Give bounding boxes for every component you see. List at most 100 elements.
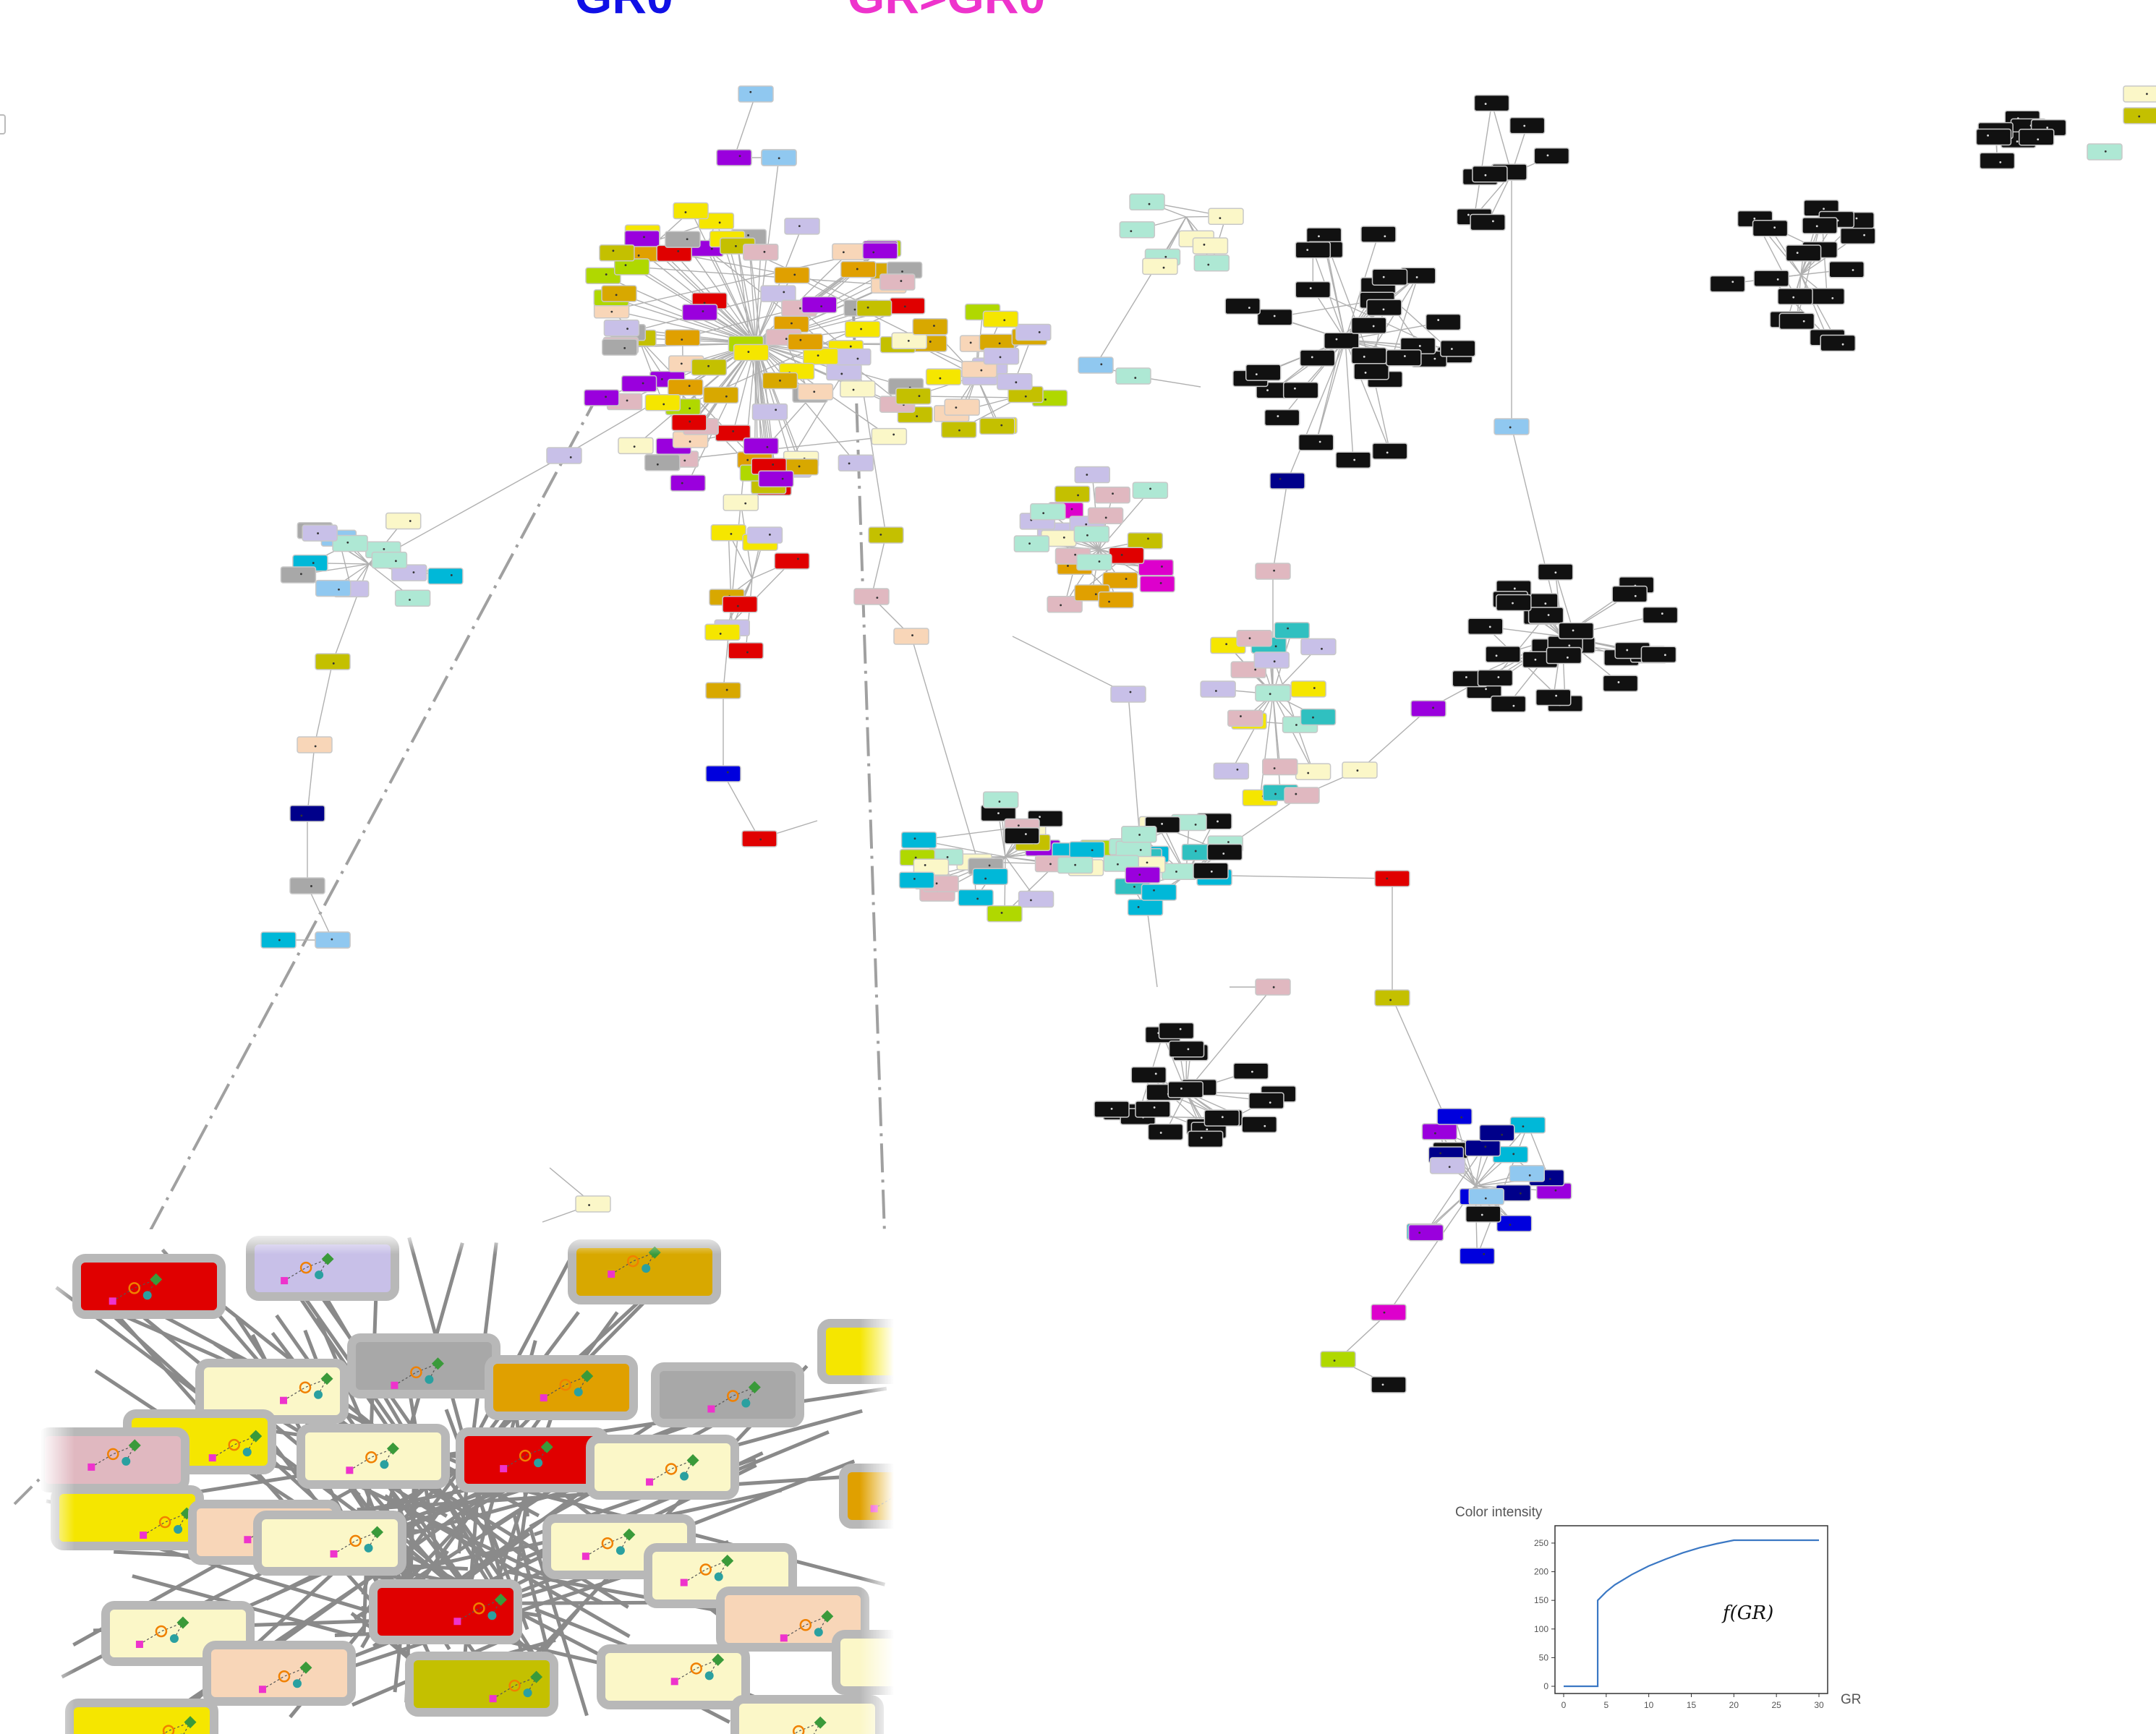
- graph-node[interactable]: [691, 359, 728, 376]
- graph-node[interactable]: [1350, 317, 1387, 334]
- graph-node[interactable]: [1054, 485, 1091, 503]
- graph-node[interactable]: [1467, 618, 1504, 636]
- graph-node[interactable]: [1295, 242, 1331, 259]
- graph-node[interactable]: [868, 526, 904, 544]
- graph-node[interactable]: [1477, 669, 1514, 687]
- graph-node[interactable]: [1187, 1130, 1224, 1148]
- graph-node[interactable]: [1324, 332, 1360, 349]
- inset-node[interactable]: [65, 1699, 218, 1734]
- graph-node[interactable]: [1158, 1022, 1195, 1040]
- inset-node[interactable]: [568, 1239, 721, 1304]
- graph-node[interactable]: [853, 588, 890, 605]
- graph-node[interactable]: [1141, 884, 1177, 901]
- inset-node[interactable]: [730, 1695, 884, 1734]
- inset-node[interactable]: [456, 1427, 609, 1492]
- inset-node[interactable]: [839, 1464, 894, 1529]
- inset-node[interactable]: [586, 1435, 739, 1500]
- graph-node[interactable]: [1535, 688, 1572, 706]
- graph-node[interactable]: [1108, 547, 1145, 564]
- graph-node[interactable]: [1200, 680, 1236, 698]
- graph-node[interactable]: [302, 524, 338, 542]
- graph-node[interactable]: [315, 579, 351, 597]
- graph-node[interactable]: [1018, 890, 1054, 908]
- graph-node[interactable]: [912, 318, 948, 336]
- graph-node[interactable]: [1459, 1247, 1496, 1265]
- graph-node[interactable]: [624, 230, 660, 247]
- graph-node[interactable]: [575, 1195, 611, 1213]
- graph-node[interactable]: [891, 332, 927, 349]
- graph-node[interactable]: [774, 552, 810, 570]
- graph-node[interactable]: [1282, 382, 1319, 399]
- graph-node[interactable]: [801, 296, 838, 314]
- graph-node[interactable]: [1074, 466, 1111, 484]
- graph-node[interactable]: [1425, 313, 1462, 331]
- graph-node[interactable]: [1274, 622, 1311, 639]
- graph-node[interactable]: [601, 285, 637, 302]
- graph-node[interactable]: [1802, 217, 1838, 234]
- inset-node[interactable]: [51, 1485, 204, 1550]
- graph-node[interactable]: [1602, 675, 1639, 692]
- graph-node[interactable]: [1168, 1041, 1205, 1058]
- graph-node[interactable]: [1245, 364, 1282, 381]
- graph-node[interactable]: [1470, 213, 1506, 231]
- graph-node[interactable]: [1127, 899, 1164, 916]
- graph-node[interactable]: [1130, 1066, 1167, 1084]
- graph-node[interactable]: [743, 437, 779, 455]
- inset-node[interactable]: [405, 1652, 558, 1717]
- graph-node[interactable]: [1224, 297, 1261, 315]
- graph-node[interactable]: [1527, 607, 1564, 624]
- graph-node[interactable]: [584, 389, 620, 406]
- graph-node[interactable]: [1386, 349, 1422, 367]
- graph-node[interactable]: [664, 329, 701, 346]
- graph-node[interactable]: [289, 877, 325, 894]
- graph-node[interactable]: [844, 320, 881, 338]
- graph-node[interactable]: [1193, 862, 1229, 880]
- graph-node[interactable]: [1236, 630, 1272, 647]
- graph-node[interactable]: [546, 447, 582, 464]
- graph-node[interactable]: [1753, 270, 1789, 287]
- graph-node[interactable]: [979, 417, 1015, 435]
- graph-node[interactable]: [1015, 323, 1052, 341]
- graph-node[interactable]: [1087, 507, 1124, 525]
- graph-node[interactable]: [898, 871, 935, 889]
- graph-node[interactable]: [784, 218, 820, 235]
- graph-node[interactable]: [1142, 257, 1178, 276]
- graph-node[interactable]: [840, 380, 876, 398]
- graph-node[interactable]: [1840, 227, 1876, 244]
- graph-node[interactable]: [1208, 208, 1244, 226]
- graph-node[interactable]: [1261, 758, 1298, 776]
- graph-node[interactable]: [585, 267, 621, 284]
- graph-node[interactable]: [1778, 312, 1815, 330]
- graph-node[interactable]: [1353, 362, 1389, 380]
- inset-node[interactable]: [253, 1511, 406, 1576]
- graph-node[interactable]: [1709, 275, 1746, 293]
- graph-node[interactable]: [2018, 129, 2055, 146]
- graph-node[interactable]: [982, 791, 1019, 808]
- graph-node[interactable]: [1004, 827, 1040, 845]
- graph-node[interactable]: [871, 427, 908, 445]
- inset-node[interactable]: [347, 1333, 500, 1398]
- graph-node[interactable]: [972, 868, 1008, 885]
- graph-node[interactable]: [297, 736, 333, 753]
- graph-node[interactable]: [838, 454, 874, 471]
- graph-node[interactable]: [1284, 787, 1320, 804]
- graph-node[interactable]: [1264, 409, 1300, 427]
- graph-node[interactable]: [1371, 1376, 1407, 1393]
- graph-node[interactable]: [1509, 1116, 1546, 1134]
- graph-node[interactable]: [644, 453, 681, 471]
- graph-node[interactable]: [751, 403, 788, 421]
- graph-node[interactable]: [1076, 553, 1112, 571]
- graph-node[interactable]: [1342, 761, 1378, 779]
- inset-node[interactable]: [195, 1359, 349, 1424]
- graph-node[interactable]: [1371, 268, 1408, 286]
- graph-node[interactable]: [668, 378, 704, 396]
- graph-node[interactable]: [797, 383, 834, 401]
- graph-node[interactable]: [1125, 866, 1161, 884]
- graph-node[interactable]: [1248, 1092, 1284, 1110]
- inset-node[interactable]: [817, 1319, 894, 1384]
- graph-node[interactable]: [879, 273, 916, 291]
- graph-node[interactable]: [710, 524, 746, 542]
- graph-node[interactable]: [961, 360, 997, 378]
- graph-node[interactable]: [1436, 1108, 1473, 1125]
- graph-node[interactable]: [1509, 1165, 1546, 1182]
